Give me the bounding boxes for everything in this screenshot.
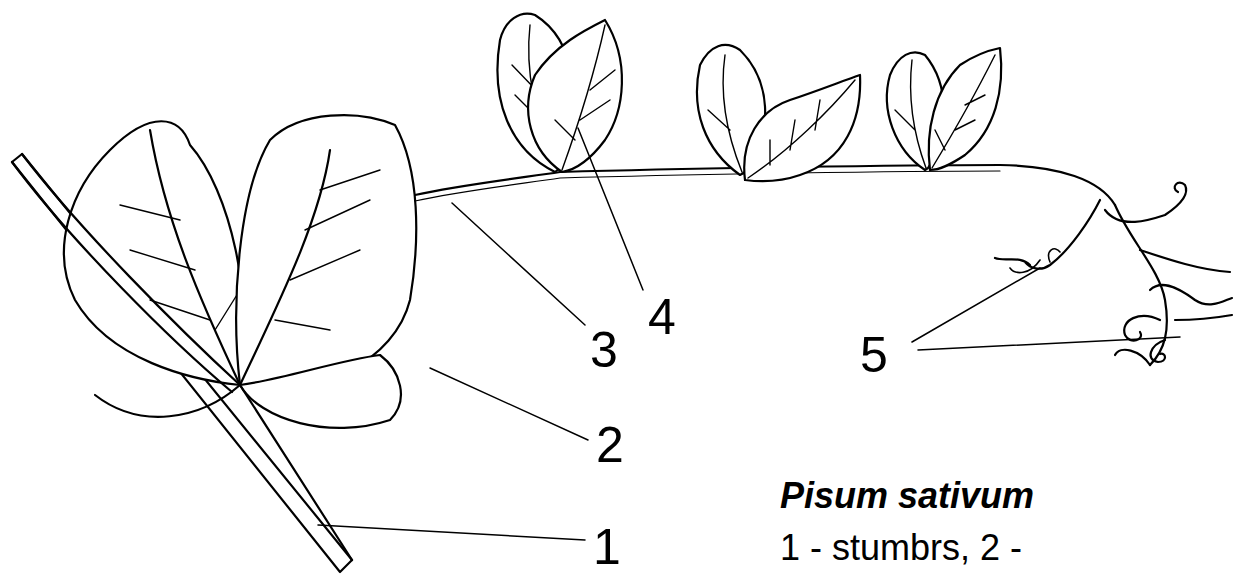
callout-number: 3	[590, 325, 618, 375]
rachis	[415, 171, 1000, 201]
callout-number: 5	[860, 330, 888, 380]
leaflet	[929, 48, 1001, 170]
stipule	[236, 115, 416, 388]
legend-note: 1 - stumbrs, 2 -	[780, 530, 1022, 566]
leader-line	[578, 128, 643, 290]
leaflet-vein	[748, 80, 855, 178]
callout-number: 1	[593, 522, 621, 572]
stipule-edge	[95, 385, 240, 417]
leader-line	[912, 268, 1040, 342]
tendril	[1105, 183, 1186, 222]
leaflet-vein	[555, 25, 615, 170]
callout-number: 4	[648, 292, 676, 342]
species-caption: Pisum sativum	[780, 478, 1034, 514]
leaflet-vein	[932, 55, 995, 168]
leaflet-vein	[708, 55, 742, 172]
tendril	[1140, 250, 1230, 272]
stem	[12, 154, 352, 560]
tendril	[1010, 249, 1060, 273]
stipule	[240, 355, 401, 428]
tendril	[1150, 285, 1232, 305]
leaflet	[528, 20, 622, 172]
stipule-vein	[120, 205, 240, 330]
leaflet-vein	[895, 60, 926, 168]
stipule-vein	[150, 130, 240, 385]
tendril	[1124, 316, 1160, 341]
callout-number: 2	[596, 420, 624, 470]
stipule-vein	[240, 150, 330, 385]
leaflet	[744, 75, 860, 181]
leader-line	[430, 368, 588, 440]
stipule-vein	[275, 170, 380, 330]
tendril	[1151, 340, 1165, 362]
leader-line	[918, 337, 1180, 350]
leader-line	[452, 203, 585, 325]
leader-line	[318, 525, 585, 540]
stipule	[64, 121, 244, 385]
tendril	[995, 200, 1100, 269]
